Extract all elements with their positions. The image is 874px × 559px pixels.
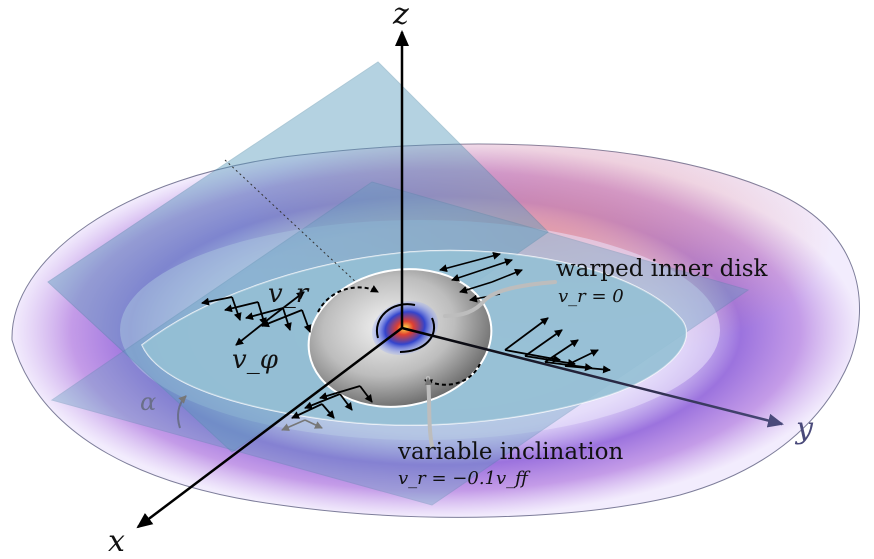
warped-inner-disk-label: warped inner disk — [556, 256, 769, 282]
alpha-label: α — [140, 388, 156, 416]
warped-callout-line — [443, 280, 557, 318]
vr-label: v_r — [268, 279, 310, 309]
y-axis — [401, 326, 783, 426]
velocity-arrows-bottom — [291, 385, 373, 419]
warped-inner-disk — [307, 268, 493, 408]
velocity-arrows-bottom-faded — [281, 419, 323, 431]
x-axis-label: x — [108, 524, 125, 559]
velocity-arrows-top — [439, 251, 523, 303]
y-axis-label: y — [794, 411, 814, 446]
alpha-angle-arc — [177, 395, 187, 429]
warped-inner-disk-eq: v_r = 0 — [558, 286, 624, 307]
y-axis-head — [766, 413, 784, 428]
vphi-label: v_φ — [232, 345, 279, 375]
variable-inclination-label: variable inclination — [397, 439, 624, 465]
velocity-arrows-left — [201, 296, 312, 333]
velocity-arrows-right — [504, 317, 611, 374]
x-axis — [136, 327, 403, 529]
vphi-arrow — [235, 291, 305, 346]
variable-callout-line — [424, 376, 434, 448]
z-axis-label: z — [392, 0, 409, 32]
variable-inclination-eq: v_r = −0.1v_ff — [398, 468, 531, 489]
